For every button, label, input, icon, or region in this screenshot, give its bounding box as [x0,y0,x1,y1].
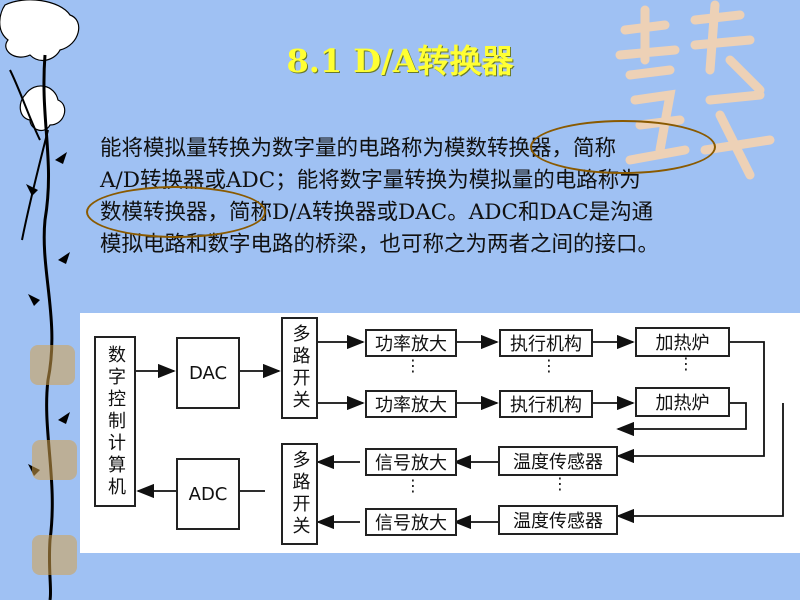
ellipsis-vertical: ⋮ [552,474,568,493]
highlight-oval-dac-term [86,186,266,238]
controller-label: 数字控制计算机 [105,344,126,499]
actuator-box: 执行机构 [499,329,593,357]
ellipsis-vertical: ⋮ [541,356,557,375]
furnace-box: 加热炉 [635,327,730,357]
multiplexer-bottom-box: 多路开关 [281,443,318,545]
digital-control-computer-box: 数字控制计算机 [94,336,136,507]
ellipsis-vertical: ⋮ [678,354,694,373]
ellipsis-vertical: ⋮ [405,356,421,375]
body-paragraph: 能将模拟量转换为数字量的电路称为模数转换器，简称 A/D转换器或ADC；能将数字… [100,133,790,261]
multiplexer-bottom-label: 多路开关 [289,450,311,538]
temperature-sensor-box: 温度传感器 [498,446,618,476]
multiplexer-top-box: 多路开关 [281,317,318,419]
highlight-oval-adc-term [530,120,716,174]
ellipsis-vertical: ⋮ [405,476,421,495]
slide-title: 8.1 D/A转换器 [286,42,514,80]
furnace-box: 加热炉 [635,387,730,417]
multiplexer-top-label: 多路开关 [289,324,311,412]
power-amplifier-box: 功率放大 [365,329,457,357]
block-diagram: 数字控制计算机 DAC ADC 多路开关 多路开关 功率放大 功率放大 执行机构… [80,313,800,553]
left-flower-decoration [0,0,80,600]
adc-box: ADC [176,458,240,530]
actuator-box: 执行机构 [499,390,593,418]
signal-amplifier-box: 信号放大 [365,508,457,536]
dac-box: DAC [176,337,240,409]
power-amplifier-box: 功率放大 [365,390,457,418]
signal-amplifier-box: 信号放大 [365,448,457,476]
temperature-sensor-box: 温度传感器 [498,505,618,535]
